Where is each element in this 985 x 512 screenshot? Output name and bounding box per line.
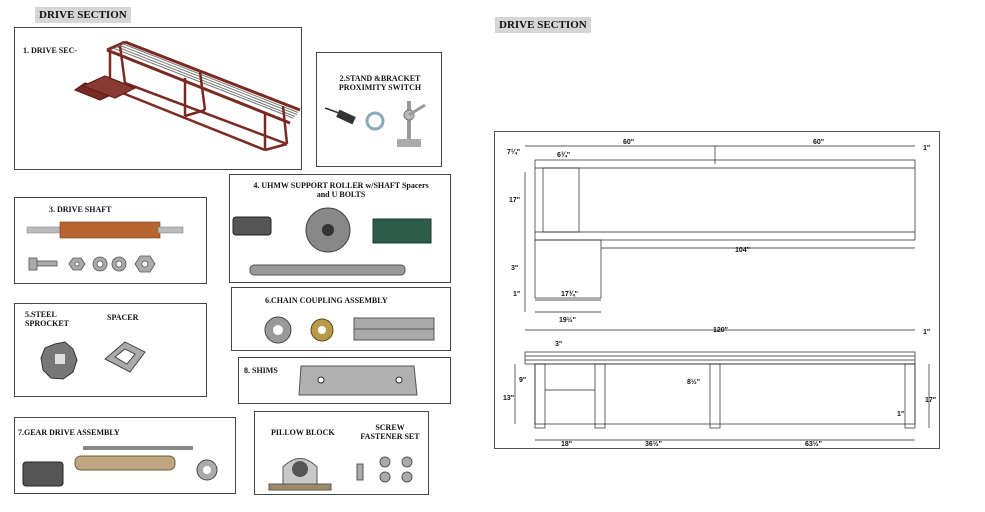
- steel-sprocket-label: 5.STEEL SPROCKET: [25, 310, 70, 328]
- gear-drive-image: [22, 446, 218, 487]
- dim-120: 120": [713, 327, 728, 334]
- dim-3-side: 3": [555, 341, 562, 348]
- dim-36-half: 36½": [645, 440, 662, 448]
- dim-63-half: 63½": [805, 440, 822, 448]
- chain-coupling-panel: 6.CHAIN COUPLING ASSEMBLY: [231, 287, 451, 351]
- drive-section-panel: 1. DRIVE SEC-: [14, 27, 302, 170]
- dim-7-quarter: 7¼": [507, 148, 520, 156]
- dim-1-side: 1": [923, 329, 930, 336]
- shims-label: 8. SHIMS: [244, 366, 278, 375]
- stand-bracket-panel: 2.STAND &BRACKET PROXIMITY SWITCH: [316, 52, 442, 167]
- drive-section-frame-image: [73, 40, 301, 152]
- gear-drive-label: 7.GEAR DRIVE ASSEMBLY: [18, 428, 120, 437]
- left-section-heading: DRIVE SECTION: [35, 7, 131, 23]
- drive-shaft-label: 3. DRIVE SHAFT: [49, 205, 112, 214]
- spacer-label: SPACER: [107, 313, 139, 322]
- dim-8-half: 8½": [687, 378, 700, 386]
- chain-coupling-label: 6.CHAIN COUPLING ASSEMBLY: [265, 296, 388, 305]
- pillow-block-panel: PILLOW BLOCK SCREW FASTENER SET: [254, 411, 429, 495]
- drive-shaft-image: [26, 221, 184, 273]
- dim-1-top: 1": [923, 145, 930, 152]
- dim-6-three-quarter: 6¾": [557, 151, 570, 159]
- right-section-heading: DRIVE SECTION: [495, 17, 591, 33]
- drive-section-label: 1. DRIVE SEC-: [23, 46, 78, 55]
- dim-17-top: 17": [509, 197, 520, 204]
- proximity-switch-image: [324, 101, 426, 147]
- shim-plate-image: [298, 365, 418, 396]
- dim-17-three-quarter: 17¾": [561, 290, 578, 298]
- uhmw-roller-image: [232, 207, 432, 276]
- chain-coupling-image: [264, 316, 435, 344]
- uhmw-roller-panel: 4. UHMW SUPPORT ROLLER w/SHAFT Spacers a…: [229, 174, 451, 283]
- dim-60-right: 60": [813, 139, 824, 146]
- dim-13: 13": [503, 395, 514, 402]
- uhmw-roller-label: 4. UHMW SUPPORT ROLLER w/SHAFT Spacers a…: [253, 181, 429, 199]
- dim-19-half: 19½": [559, 316, 576, 324]
- drive-shaft-panel: 3. DRIVE SHAFT: [14, 197, 207, 284]
- screw-fastener-label: SCREW FASTENER SET: [360, 423, 420, 441]
- dim-104: 104": [735, 247, 750, 254]
- pillow-block-image: [268, 456, 413, 491]
- pillow-block-label: PILLOW BLOCK: [271, 428, 335, 437]
- sprocket-spacer-image: [40, 341, 146, 380]
- dim-1-mid: 1": [513, 291, 520, 298]
- dim-9: 9": [519, 377, 526, 384]
- dim-1-bottom: 1": [897, 411, 904, 418]
- dim-18: 18": [561, 441, 572, 448]
- shims-panel: 8. SHIMS: [238, 357, 451, 404]
- stand-bracket-label: 2.STAND &BRACKET PROXIMITY SWITCH: [338, 74, 422, 92]
- dim-60-left: 60": [623, 139, 634, 146]
- gear-drive-panel: 7.GEAR DRIVE ASSEMBLY: [14, 417, 236, 494]
- technical-drawing: 60" 60" 1" 7¼" 6¾" 17" 104" 3" 1" 17¾" 1…: [494, 131, 940, 449]
- sprocket-spacer-panel: 5.STEEL SPROCKET SPACER: [14, 303, 207, 397]
- drawing-lines: 60" 60" 1" 7¼" 6¾" 17" 104" 3" 1" 17¾" 1…: [503, 139, 936, 448]
- dim-17-side: 17": [925, 397, 936, 404]
- dim-3-top: 3": [511, 265, 518, 272]
